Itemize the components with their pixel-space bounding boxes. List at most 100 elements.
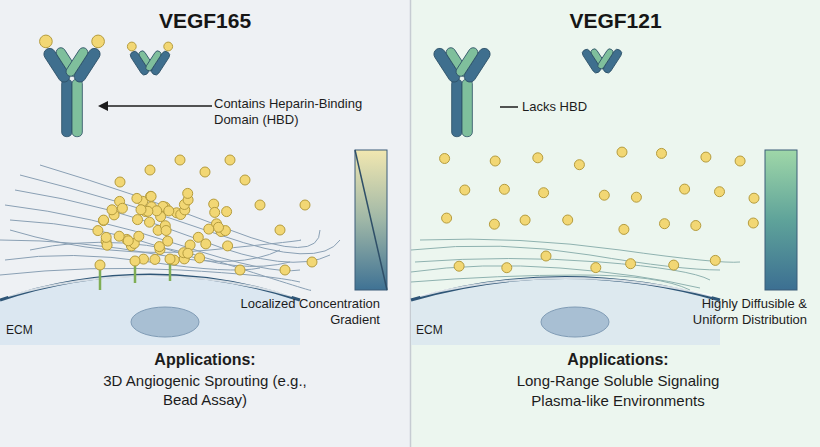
cell-body: [411, 278, 720, 346]
vegf-dot: [499, 184, 509, 194]
region-label: ECM: [6, 323, 46, 338]
gradient-label: Localized Concentration Gradient: [232, 296, 380, 329]
vegf-dot: [275, 225, 285, 235]
vegf-dot: [146, 191, 156, 201]
vegf-dot: [193, 232, 203, 242]
panel-title: VEGF121: [411, 9, 820, 33]
vegf-dot: [541, 251, 551, 261]
vegf-dot: [539, 188, 549, 198]
callout-text: Contains Heparin-Binding Domain (HBD): [214, 96, 379, 129]
cell-membrane: [411, 278, 720, 301]
vegf-dot: [631, 192, 641, 202]
vegf-dot: [114, 231, 124, 241]
vegf-dot: [98, 216, 108, 226]
vegf-dot: [440, 154, 450, 164]
vegf-dot: [748, 218, 758, 228]
vegf-dot: [99, 215, 109, 225]
gradient-diagonal: [355, 150, 387, 290]
section-heading: Applications:: [515, 350, 721, 370]
vegf-dot: [591, 263, 601, 273]
application-text: Plasma-like Environments: [495, 392, 741, 411]
vegf-dot: [145, 165, 155, 175]
chain: [597, 48, 615, 70]
vegf-dot: [204, 224, 214, 234]
vegf-molecule: [581, 44, 623, 74]
vegf-dot: [210, 207, 220, 217]
vegf-dot: [460, 185, 470, 195]
vegf-dot: [101, 232, 111, 242]
vegf-dot: [183, 188, 193, 198]
molecule-arm: [597, 44, 623, 74]
vegf-dot: [520, 215, 530, 225]
vegf-dot: [146, 191, 156, 201]
nucleus: [541, 307, 609, 337]
vegf-dot: [95, 260, 105, 270]
vegf-dot: [502, 263, 512, 273]
gradient-bar: [355, 150, 387, 290]
vegf-dot: [130, 256, 140, 266]
vegf-dot: [300, 200, 310, 210]
chain: [452, 79, 462, 136]
vegf-dot: [133, 215, 143, 225]
vegf-dot: [489, 219, 499, 229]
vegf-dot: [710, 255, 720, 265]
vegf-dot: [691, 221, 701, 231]
leader-arrow: [100, 105, 212, 107]
vegf-dot: [442, 213, 452, 223]
vegf-dot: [134, 231, 144, 241]
gradient-bar: [765, 150, 797, 290]
vegf-dot: [214, 222, 224, 232]
binding-dot: [92, 35, 105, 48]
callout-text: Lacks HBD: [522, 99, 622, 115]
vegf-dot: [669, 260, 679, 270]
vegf-molecule: [40, 35, 105, 137]
section-heading: Applications:: [105, 350, 305, 370]
vegf-dot: [240, 175, 250, 185]
region-label: ECM: [416, 323, 456, 338]
vegf-dot: [107, 205, 117, 215]
vegf-dot: [150, 254, 160, 264]
vegf-dot: [225, 155, 235, 165]
nucleus: [131, 307, 199, 337]
vegf-dot: [154, 242, 164, 252]
vegf-dot: [195, 253, 205, 263]
molecule-arm: [454, 41, 492, 84]
vegf-dot: [255, 200, 265, 210]
chain: [454, 46, 479, 78]
binding-dot: [164, 42, 173, 51]
vegf-dot: [749, 193, 759, 203]
vegf-dot: [599, 190, 609, 200]
vegf-dot: [161, 226, 171, 236]
vegf-dot: [701, 152, 711, 162]
chain: [62, 79, 72, 136]
vegf-dot: [574, 160, 584, 170]
gradient-label: Highly Diffusible & Uniform Distribution: [670, 296, 807, 329]
binding-dot: [40, 35, 53, 48]
vegf-dot: [280, 265, 290, 275]
vegf-dot: [680, 184, 690, 194]
vegf-dot: [307, 257, 317, 267]
application-text: Long-Range Soluble Signaling: [495, 372, 741, 391]
vegf-dot: [175, 155, 185, 165]
membrane-highlight: [8, 276, 292, 296]
panel-title: VEGF165: [0, 9, 410, 33]
vegf-dot: [617, 147, 627, 157]
leader-line: [500, 106, 518, 108]
vegf-dot: [136, 205, 146, 215]
chain: [145, 50, 163, 72]
chain: [462, 79, 472, 136]
chain: [72, 79, 82, 136]
vegf-dot: [165, 254, 175, 264]
ecm-fibers-right: [411, 239, 740, 290]
vegf-dot: [132, 193, 142, 203]
vegf-dot: [619, 224, 629, 234]
vegf-dot: [626, 259, 636, 269]
vegf-dot: [222, 207, 232, 217]
vegf-dot: [183, 248, 193, 258]
vegf-molecule: [127, 42, 172, 76]
vegf-dot: [660, 219, 670, 229]
vegf-dot: [533, 153, 543, 163]
chain: [64, 46, 89, 78]
vegf-dot: [735, 156, 745, 166]
